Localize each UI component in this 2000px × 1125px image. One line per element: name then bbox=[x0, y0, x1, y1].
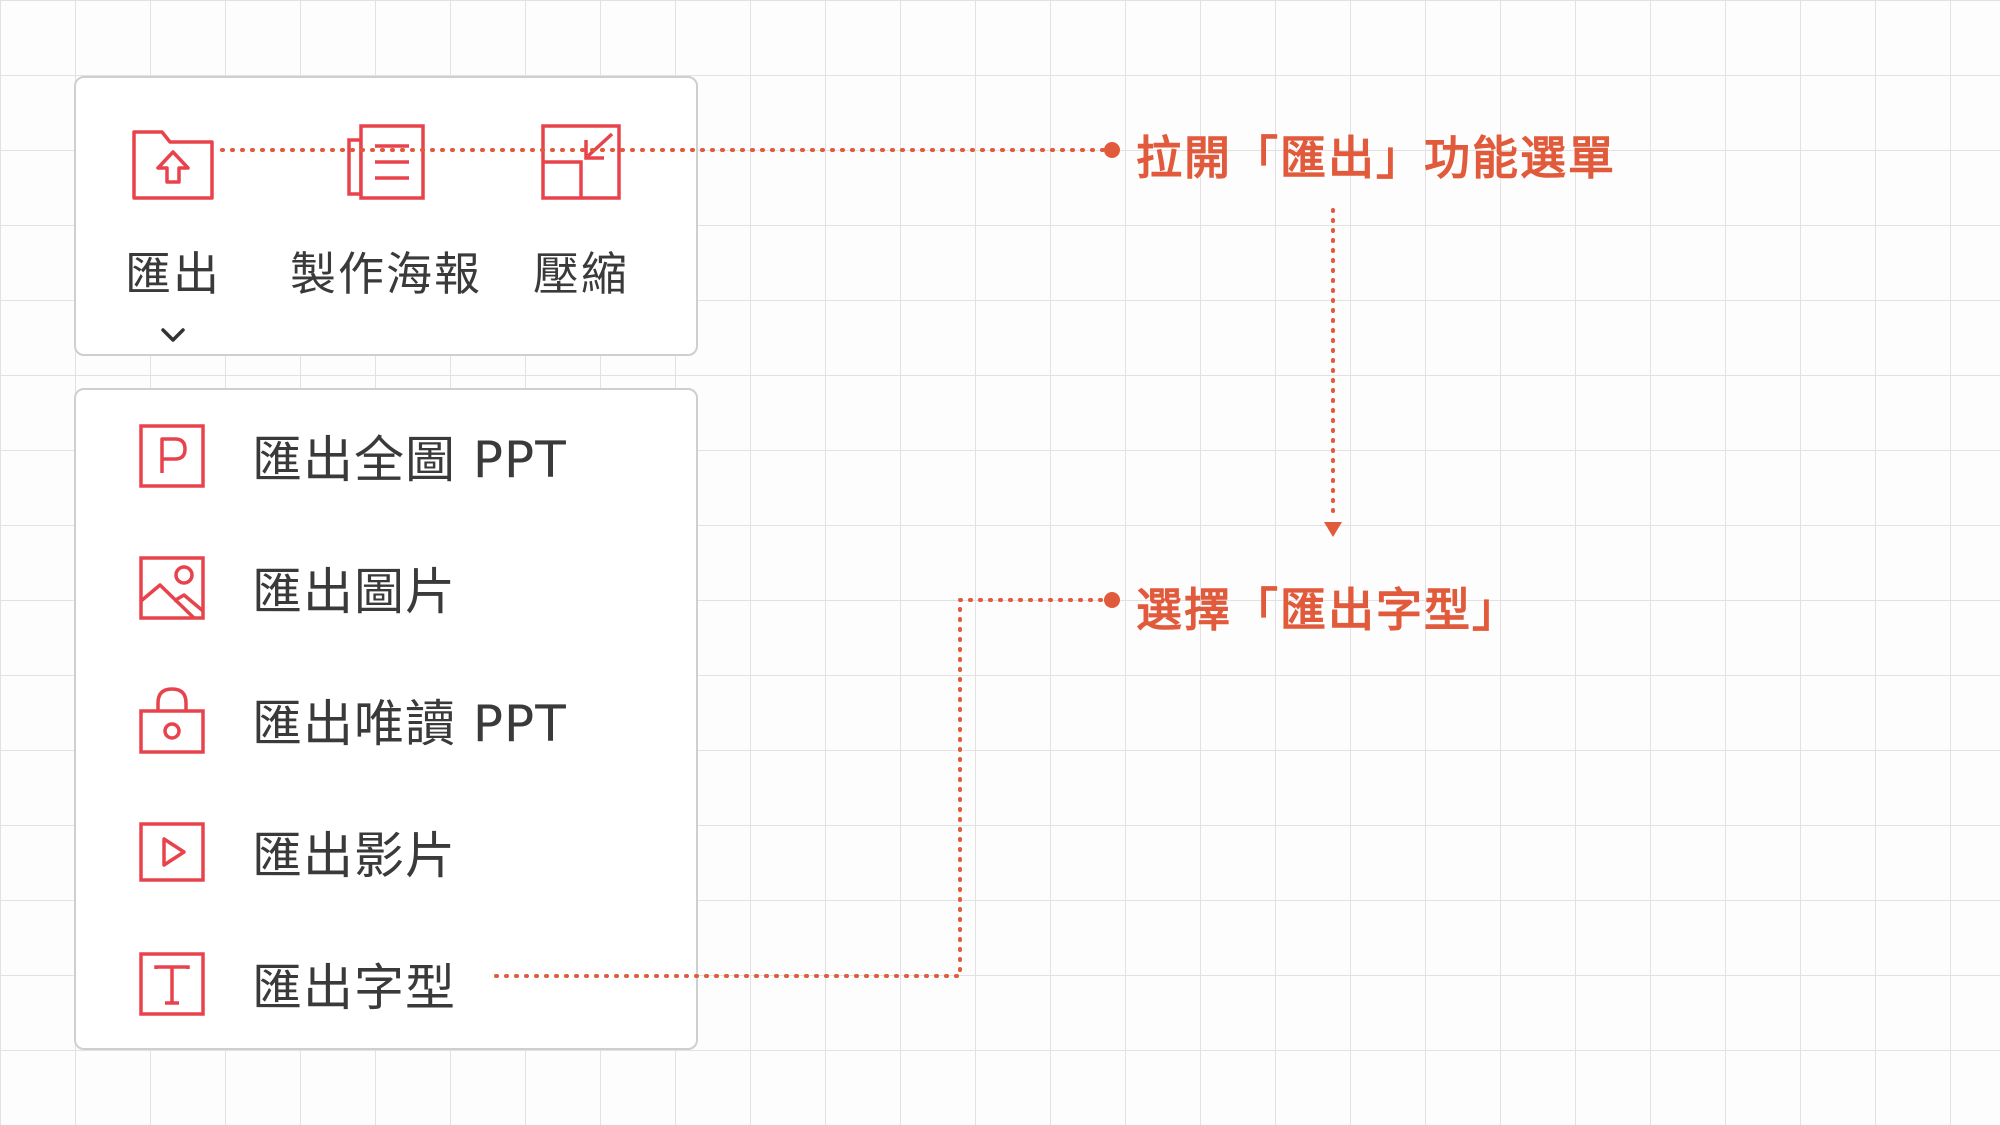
font-t-icon bbox=[136, 948, 208, 1020]
menu-item-export-font[interactable]: 匯出字型 bbox=[136, 944, 456, 1024]
menu-item-label: 匯出字型 bbox=[252, 959, 456, 1017]
play-video-icon bbox=[136, 816, 208, 888]
menu-item-label: 匯出圖片 bbox=[252, 563, 456, 621]
export-dropdown-menu: 匯出全圖 PPT 匯出圖片 匯出唯讀 PPT bbox=[74, 388, 698, 1050]
connector-dot bbox=[1104, 142, 1120, 158]
compress-button[interactable]: 壓縮 bbox=[496, 120, 666, 304]
compress-button-label: 壓縮 bbox=[533, 247, 629, 301]
chevron-down-icon[interactable] bbox=[158, 324, 188, 346]
compress-arrow-icon bbox=[537, 120, 625, 204]
export-button-label: 匯出 bbox=[125, 247, 221, 301]
make-poster-button-label: 製作海報 bbox=[290, 247, 482, 301]
menu-item-export-video[interactable]: 匯出影片 bbox=[136, 812, 456, 892]
ppt-p-icon bbox=[136, 420, 208, 492]
connector-dot bbox=[1104, 592, 1120, 608]
menu-item-export-full-ppt[interactable]: 匯出全圖 PPT bbox=[136, 416, 567, 496]
annotation-select-export-font: 選擇「匯出字型」 bbox=[1136, 583, 1520, 637]
image-icon bbox=[136, 552, 208, 624]
menu-item-label: 匯出影片 bbox=[252, 827, 456, 885]
make-poster-button[interactable]: 製作海報 bbox=[266, 120, 506, 304]
poster-document-icon bbox=[342, 120, 430, 204]
annotation-open-export-menu: 拉開「匯出」功能選單 bbox=[1136, 131, 1616, 185]
folder-upload-icon bbox=[129, 120, 217, 204]
menu-item-export-image[interactable]: 匯出圖片 bbox=[136, 548, 456, 628]
arrow-down-icon bbox=[1324, 522, 1342, 537]
export-button[interactable]: 匯出 bbox=[118, 120, 228, 346]
menu-item-export-readonly-ppt[interactable]: 匯出唯讀 PPT bbox=[136, 680, 567, 760]
menu-item-label: 匯出全圖 PPT bbox=[252, 431, 567, 489]
lock-icon bbox=[136, 684, 208, 756]
toolbar-panel: 匯出 製作海報 壓縮 bbox=[74, 76, 698, 356]
menu-item-label: 匯出唯讀 PPT bbox=[252, 695, 567, 753]
